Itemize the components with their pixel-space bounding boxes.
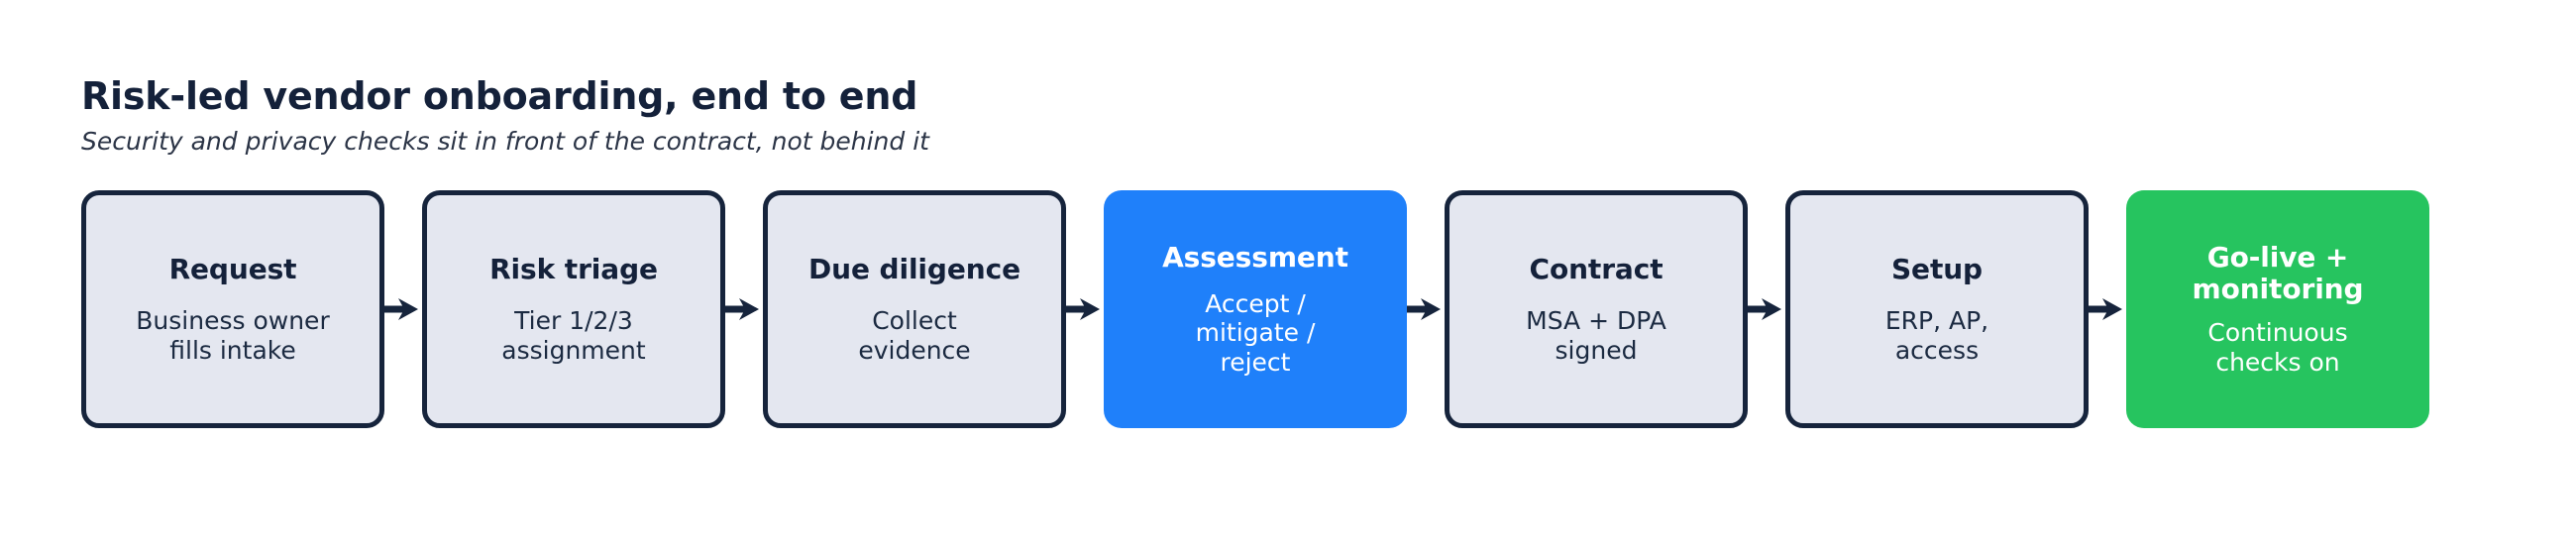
stage-description-assessment: Accept / mitigate / reject	[1195, 288, 1316, 377]
page-subtitle: Security and privacy checks sit in front…	[81, 126, 929, 156]
stage-title-assessment: Assessment	[1162, 240, 1348, 274]
stage-title-request: Request	[168, 252, 297, 285]
stage-description-contract: MSA + DPA signed	[1526, 306, 1666, 365]
stage-title-setup: Setup	[1890, 252, 1984, 285]
stage-title-go-live: Go-live + monitoring	[2192, 240, 2364, 305]
stage-description-go-live: Continuous checks on	[2207, 318, 2348, 377]
arrow-right-icon	[1066, 293, 1104, 325]
stage-description-request: Business owner fills intake	[136, 306, 330, 365]
stage-title-risk-triage: Risk triage	[489, 252, 658, 285]
stage-description-risk-triage: Tier 1/2/3 assignment	[501, 306, 646, 365]
page-title: Risk-led vendor onboarding, end to end	[81, 74, 918, 118]
arrow-right-icon	[2089, 293, 2126, 325]
stage-description-due-diligence: Collect evidence	[858, 306, 971, 365]
diagram-header: Risk-led vendor onboarding, end to end S…	[81, 75, 2499, 156]
arrow-right-icon	[1748, 293, 1785, 325]
arrow-right-icon	[1407, 293, 1445, 325]
arrow-right-icon	[384, 293, 422, 325]
arrow-right-icon	[725, 293, 763, 325]
stage-title-due-diligence: Due diligence	[807, 252, 1020, 285]
stage-title-contract: Contract	[1529, 252, 1664, 285]
stage-description-setup: ERP, AP, access	[1884, 306, 1989, 365]
